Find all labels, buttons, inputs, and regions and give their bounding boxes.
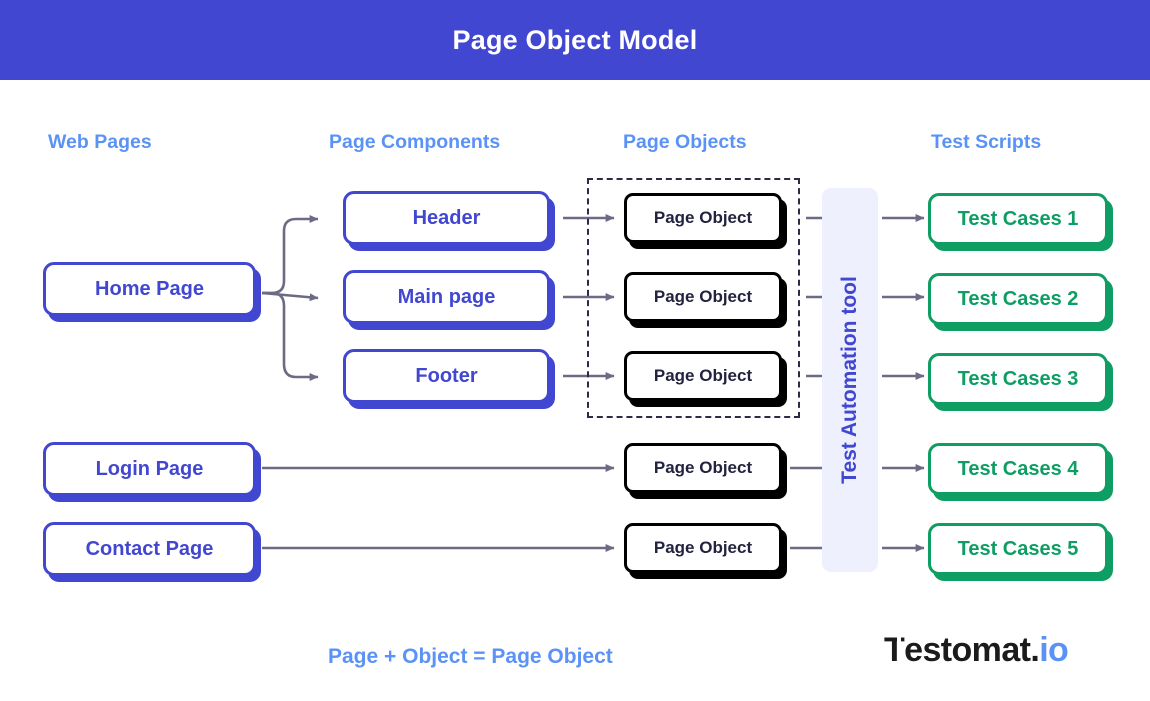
page-objects-group-outline xyxy=(587,178,800,418)
node-test-cases-4[interactable]: Test Cases 4 xyxy=(928,443,1108,495)
node-page-object-4-label: Page Object xyxy=(653,458,753,477)
footer-caption: Page + Object = Page Object xyxy=(328,645,613,668)
node-header-component[interactable]: Header xyxy=(343,191,550,245)
connector-home-to-header xyxy=(262,215,319,295)
page-title: Page Object Model xyxy=(452,24,698,55)
node-footer-component-label: Footer xyxy=(415,364,478,387)
node-header-component-label: Header xyxy=(412,206,481,229)
node-login-page[interactable]: Login Page xyxy=(43,442,256,496)
node-test-cases-1[interactable]: Test Cases 1 xyxy=(928,193,1108,245)
node-page-object-3[interactable]: Page Object xyxy=(624,351,782,401)
node-test-cases-1-label: Test Cases 1 xyxy=(957,207,1079,230)
node-test-cases-3-label: Test Cases 3 xyxy=(957,367,1079,390)
logo-t-notch xyxy=(897,634,901,643)
column-heading-page-components: Page Components xyxy=(329,131,501,153)
node-contact-page-label: Contact Page xyxy=(85,537,214,560)
testomat-logo[interactable]: T estomat. io xyxy=(884,631,1069,670)
node-page-object-1[interactable]: Page Object xyxy=(624,193,782,243)
logo-wordmark: estomat. xyxy=(904,631,1040,669)
node-home-page[interactable]: Home Page xyxy=(43,262,256,316)
node-test-cases-2-label: Test Cases 2 xyxy=(957,287,1079,310)
header-banner: Page Object Model xyxy=(0,0,1150,80)
node-main-page-component-label: Main page xyxy=(397,285,496,308)
node-test-automation-tool[interactable]: Test Automation tool xyxy=(822,188,878,572)
node-page-object-2[interactable]: Page Object xyxy=(624,272,782,322)
node-page-object-4[interactable]: Page Object xyxy=(624,443,782,493)
column-heading-web-pages: Web Pages xyxy=(48,131,152,153)
node-test-automation-tool-label: Test Automation tool xyxy=(838,276,861,484)
node-footer-component[interactable]: Footer xyxy=(343,349,550,403)
logo-t-letter: T xyxy=(884,631,905,669)
node-page-object-1-label: Page Object xyxy=(653,208,753,227)
node-page-object-5[interactable]: Page Object xyxy=(624,523,782,573)
node-page-object-2-label: Page Object xyxy=(653,287,753,306)
column-heading-test-scripts: Test Scripts xyxy=(931,131,1042,153)
connector-home-to-footer xyxy=(262,291,319,381)
node-test-cases-5[interactable]: Test Cases 5 xyxy=(928,523,1108,575)
node-login-page-label: Login Page xyxy=(95,457,204,480)
node-page-object-3-label: Page Object xyxy=(653,366,753,385)
node-home-page-label: Home Page xyxy=(95,277,204,300)
node-test-cases-5-label: Test Cases 5 xyxy=(957,537,1079,560)
column-heading-page-objects: Page Objects xyxy=(623,131,747,153)
node-test-cases-2[interactable]: Test Cases 2 xyxy=(928,273,1108,325)
node-page-object-5-label: Page Object xyxy=(653,538,753,557)
node-main-page-component[interactable]: Main page xyxy=(343,270,550,324)
logo-t-glyph: T xyxy=(884,631,905,670)
node-test-cases-3[interactable]: Test Cases 3 xyxy=(928,353,1108,405)
node-contact-page[interactable]: Contact Page xyxy=(43,522,256,576)
node-test-cases-4-label: Test Cases 4 xyxy=(957,457,1079,480)
logo-tld: io xyxy=(1039,631,1069,669)
